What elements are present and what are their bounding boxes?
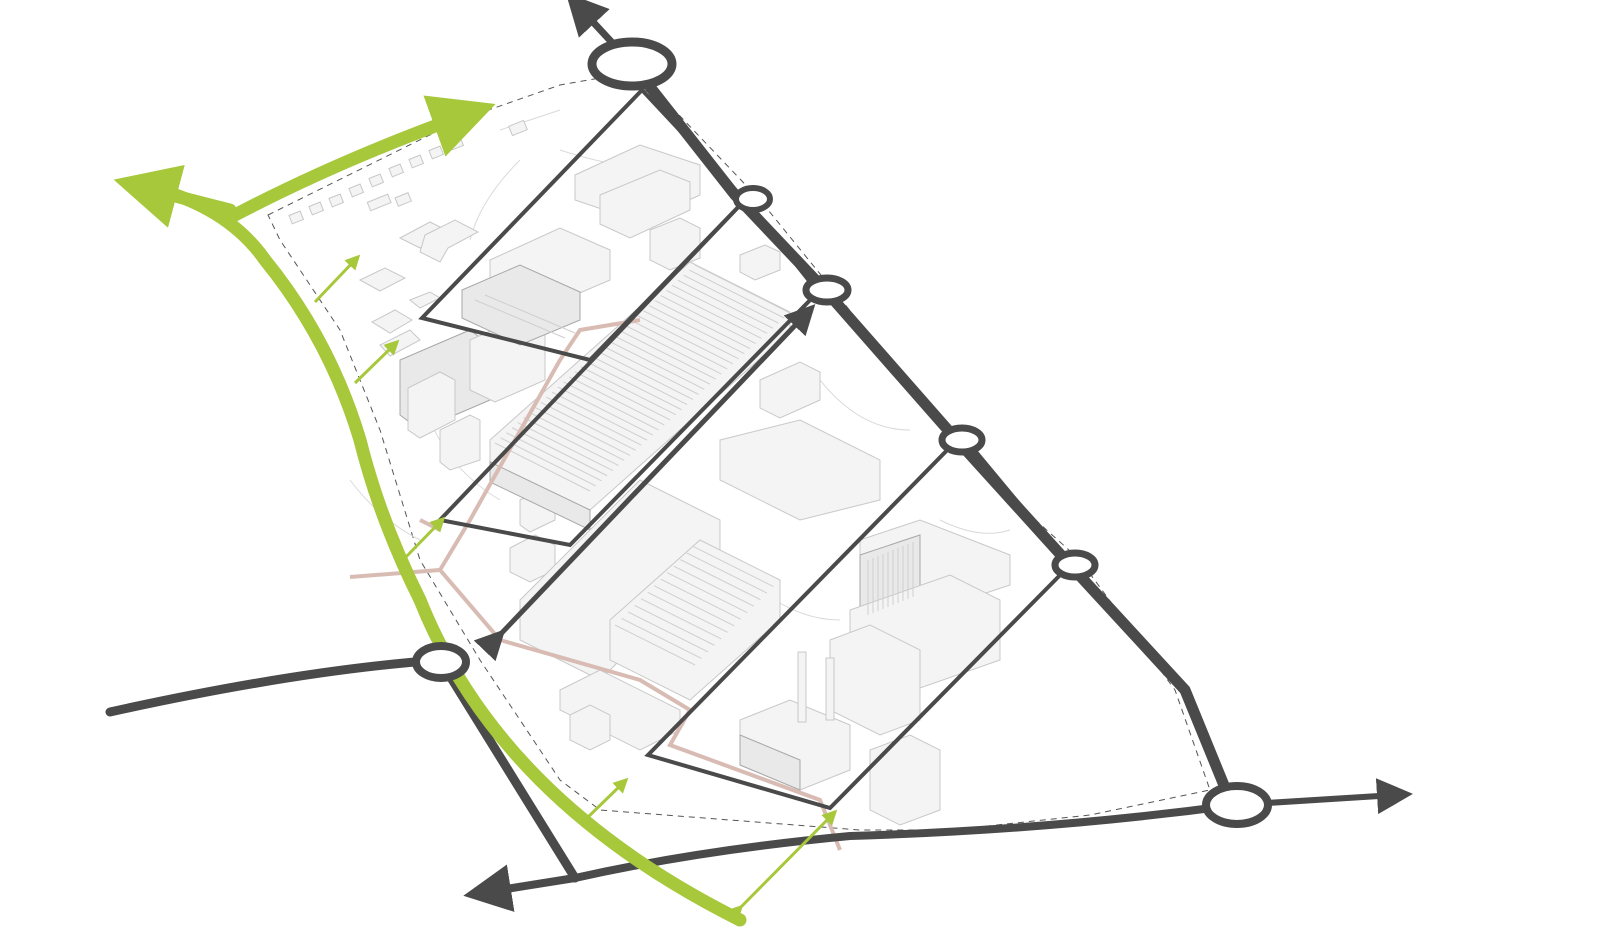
site-boundary bbox=[267, 77, 1211, 831]
road-south bbox=[463, 801, 1239, 912]
green-route-west-exit bbox=[113, 164, 237, 228]
green-access-arrows bbox=[313, 254, 838, 921]
road-east-spine bbox=[626, 58, 1236, 806]
roundabout-east-1 bbox=[733, 185, 773, 213]
roundabouts bbox=[412, 37, 1272, 828]
pedestrian-path bbox=[349, 567, 842, 851]
green-access-arrow-4 bbox=[583, 777, 629, 822]
zone-4-buildings bbox=[739, 519, 1011, 826]
zone-1-buildings bbox=[461, 144, 781, 346]
green-route-north-branch bbox=[228, 95, 496, 222]
roundabout-east-2 bbox=[802, 274, 852, 306]
road-diagonal-south bbox=[435, 655, 580, 883]
green-access-arrow-3 bbox=[401, 516, 446, 562]
roundabout-southeast bbox=[1202, 782, 1272, 828]
roundabout-east-3 bbox=[938, 424, 986, 456]
green-access-arrow-1 bbox=[313, 254, 361, 304]
green-route bbox=[153, 183, 747, 927]
green-access-arrow-5 bbox=[727, 809, 838, 921]
road-west-connector bbox=[105, 655, 445, 717]
roundabout-west bbox=[412, 642, 470, 682]
zone-3-axis-arrow bbox=[473, 304, 816, 662]
green-access-arrow-2 bbox=[353, 339, 400, 385]
roundabout-east-4 bbox=[1051, 549, 1099, 581]
roundabout-north bbox=[587, 37, 677, 91]
